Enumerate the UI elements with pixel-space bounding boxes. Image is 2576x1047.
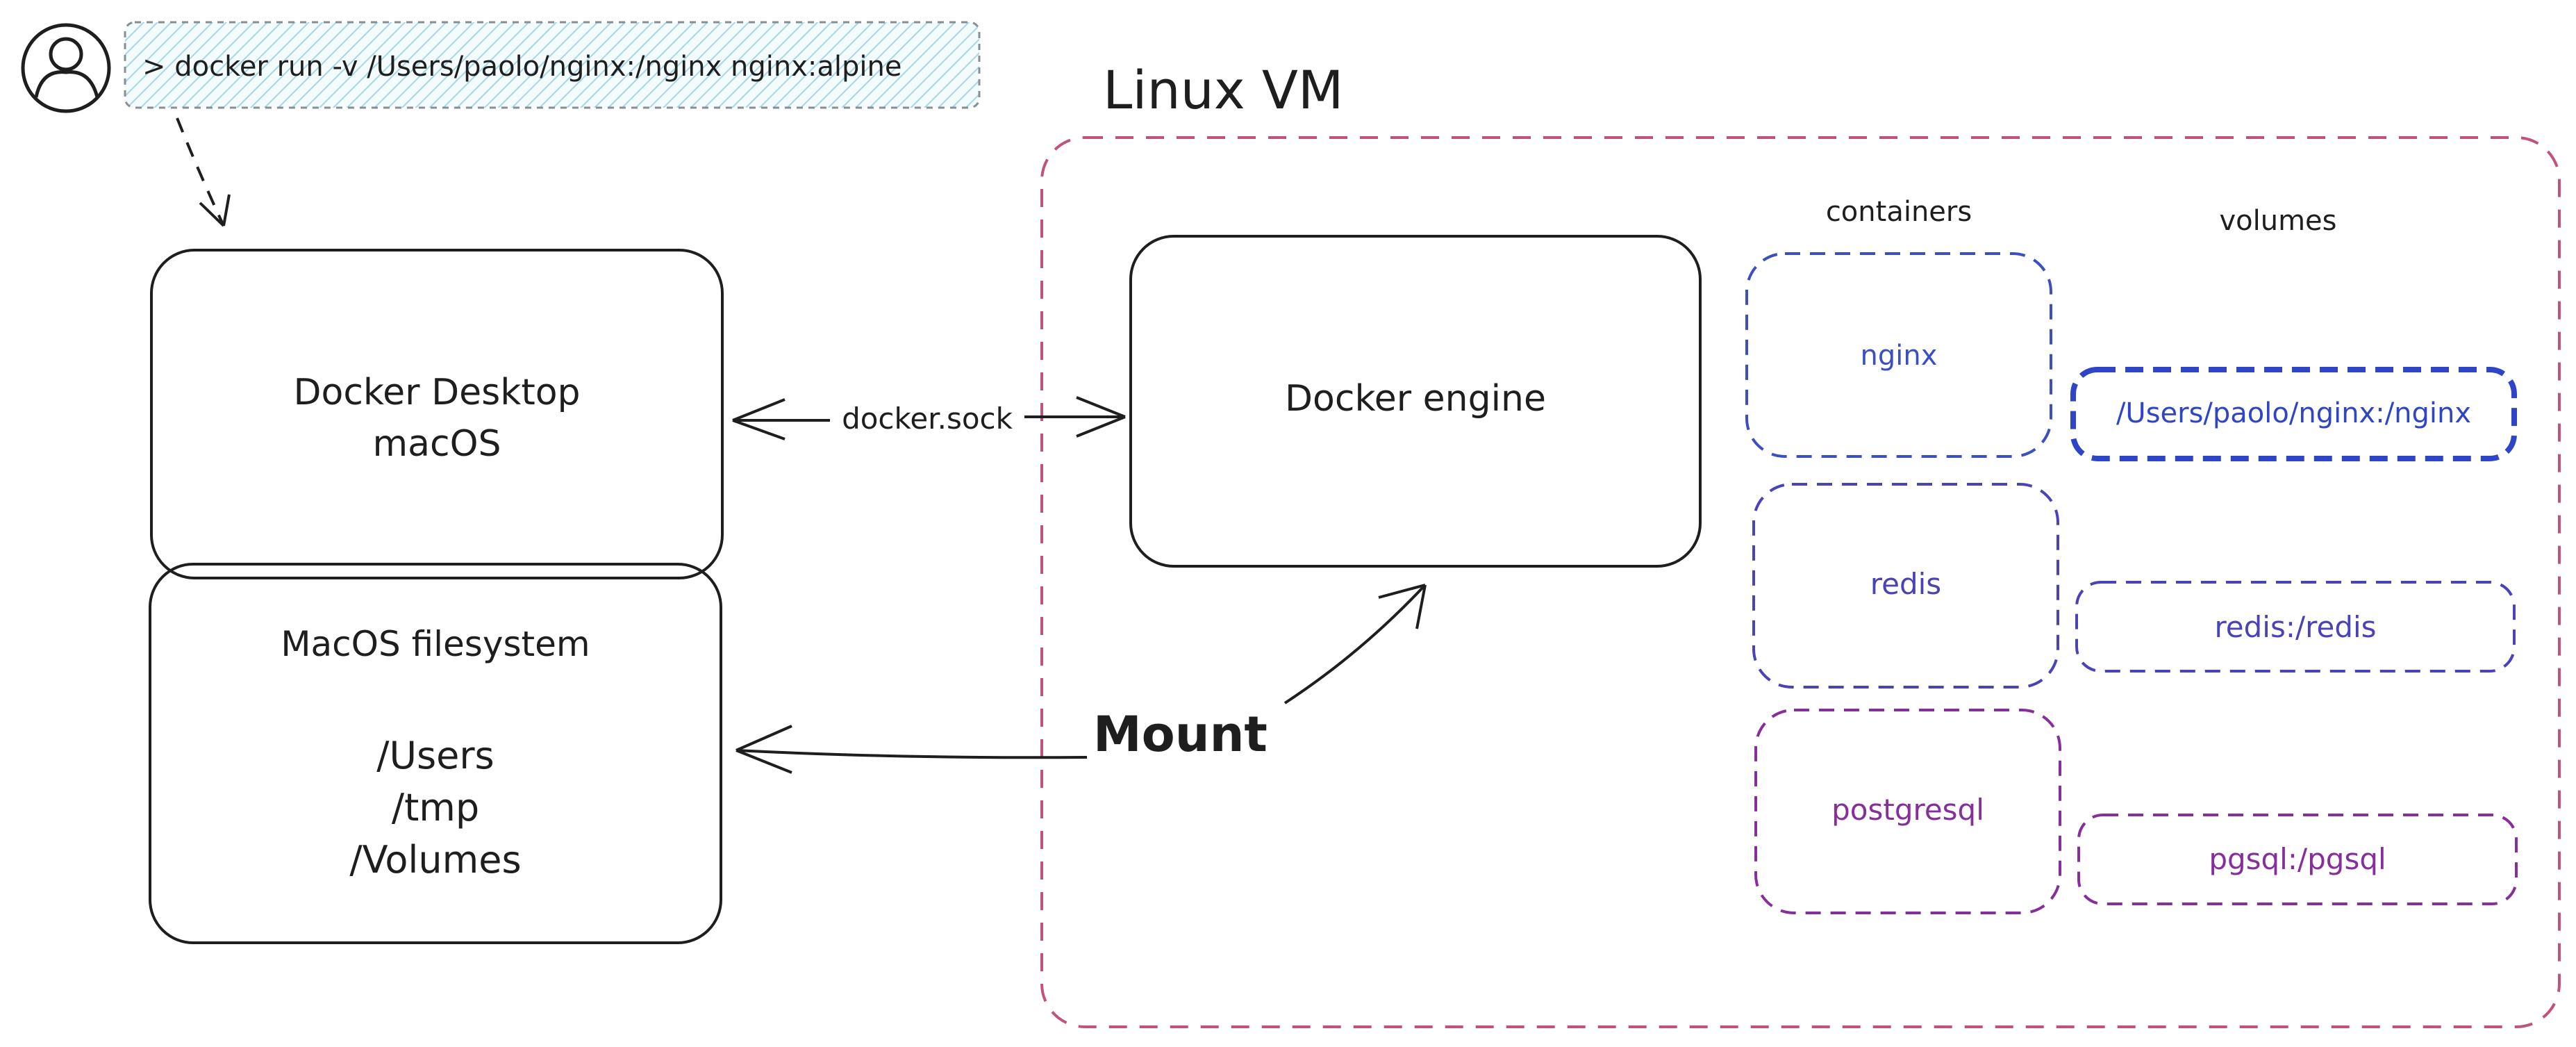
- linux-vm-boundary: [1040, 136, 2561, 1028]
- filesystem-paths: /Users /tmp /Volumes: [349, 734, 522, 882]
- macos-filesystem-box: [149, 563, 722, 944]
- docker-desktop-box: [150, 249, 724, 579]
- volume-box-pgsql: [2077, 814, 2518, 905]
- docker-sock-connector: [732, 396, 1126, 440]
- container-box-redis: [1752, 483, 2059, 689]
- volume-box-nginx: [2070, 367, 2517, 461]
- volume-label-nginx: /Users/paolo/nginx:/nginx: [2116, 397, 2472, 429]
- container-box-nginx: [1745, 252, 2052, 458]
- command-text: > docker run -v /Users/paolo/nginx:/ngin…: [142, 51, 902, 83]
- mount-label: Mount: [1089, 710, 1272, 759]
- docker-desktop-label: Docker Desktop macOS: [293, 372, 581, 465]
- volumes-column-header: volumes: [2219, 205, 2337, 237]
- user-icon: [21, 23, 111, 113]
- container-label-nginx: nginx: [1860, 340, 1938, 372]
- container-label-redis: redis: [1870, 567, 1942, 601]
- filesystem-title: MacOS filesystem: [281, 624, 590, 664]
- mount-connector: [736, 584, 1427, 774]
- container-label-postgresql: postgresql: [1831, 793, 1984, 827]
- volume-box-redis: [2075, 581, 2516, 673]
- docker-engine-label: Docker engine: [1285, 378, 1546, 420]
- docker-sock-label: docker.sock: [830, 404, 1024, 434]
- command-arrow: [176, 117, 231, 227]
- docker-engine-box: [1129, 235, 1702, 568]
- container-box-postgresql: [1754, 709, 2061, 914]
- containers-column-header: containers: [1825, 196, 1972, 228]
- command-box: [124, 21, 981, 109]
- volume-label-pgsql: pgsql:/pgsql: [2209, 842, 2386, 876]
- vm-title: Linux VM: [1103, 59, 1344, 121]
- volume-label-redis: redis:/redis: [2214, 610, 2377, 644]
